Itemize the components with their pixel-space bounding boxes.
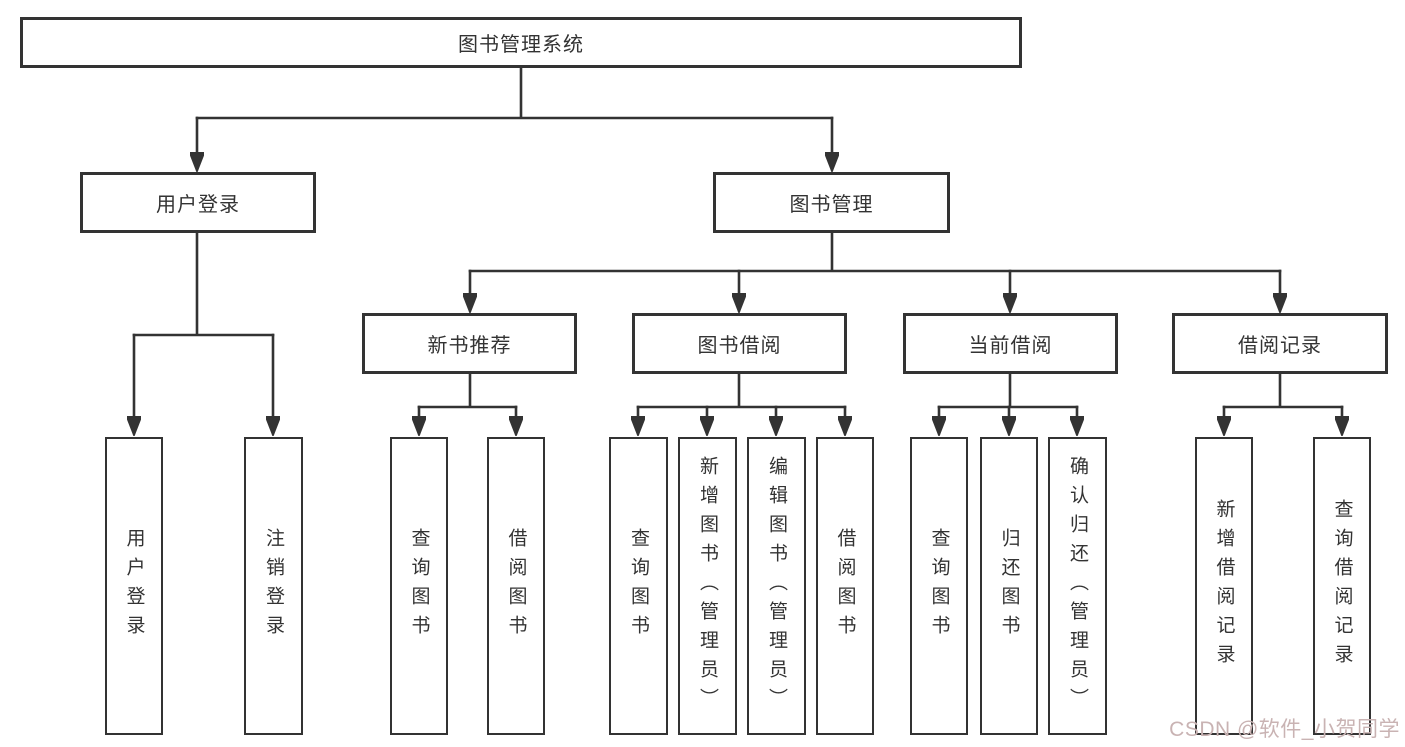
node-user-login: 用户登录 <box>80 172 316 233</box>
node-book-borrowing: 图书借阅 <box>632 313 847 374</box>
leaf-add-books-admin: 新增图书（管理员） <box>678 437 737 735</box>
leaf-query-books-current: 查询图书 <box>910 437 968 735</box>
node-borrow-records: 借阅记录 <box>1172 313 1388 374</box>
leaf-edit-books-admin: 编辑图书（管理员） <box>747 437 806 735</box>
leaf-return-books: 归还图书 <box>980 437 1038 735</box>
watermark: CSDN @软件_小贺同学 <box>1169 718 1400 741</box>
node-current-borrowing: 当前借阅 <box>903 313 1118 374</box>
leaf-add-borrow-record: 新增借阅记录 <box>1195 437 1253 735</box>
node-root: 图书管理系统 <box>20 17 1022 68</box>
node-new-book-recommend: 新书推荐 <box>362 313 577 374</box>
node-book-management: 图书管理 <box>713 172 950 233</box>
leaf-query-books-recommend: 查询图书 <box>390 437 448 735</box>
leaf-borrow-books-borrowing: 借阅图书 <box>816 437 874 735</box>
leaf-user-login: 用户登录 <box>105 437 163 735</box>
leaf-borrow-books-recommend: 借阅图书 <box>487 437 545 735</box>
leaf-query-borrow-record: 查询借阅记录 <box>1313 437 1371 735</box>
leaf-confirm-return-admin: 确认归还（管理员） <box>1048 437 1107 735</box>
leaf-logout: 注销登录 <box>244 437 303 735</box>
leaf-query-books-borrowing: 查询图书 <box>609 437 668 735</box>
